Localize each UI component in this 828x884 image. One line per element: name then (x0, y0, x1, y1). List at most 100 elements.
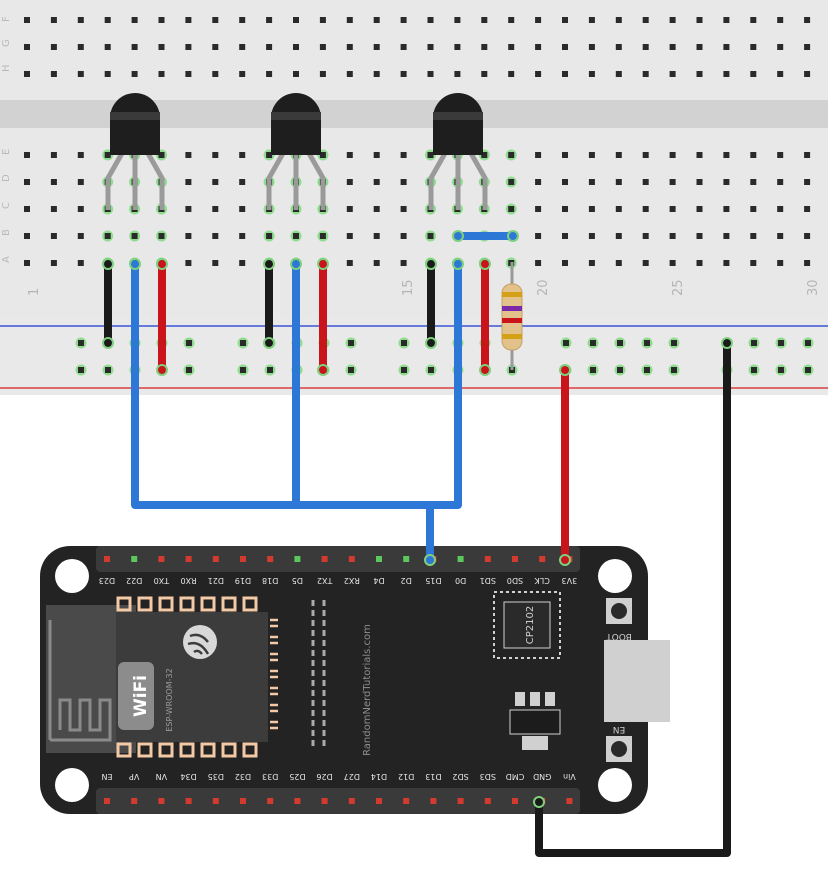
breadboard-hole (723, 71, 730, 77)
breadboard-hole (24, 260, 30, 266)
pin-label-top: D2 (401, 576, 412, 585)
breadboard-hole (562, 260, 568, 266)
black-wire-gnd (535, 339, 731, 857)
breadboard-hole (427, 71, 434, 77)
breadboard-hole (400, 17, 407, 23)
pin-label-top: SD1 (480, 576, 496, 585)
pin-label-bottom: D33 (262, 772, 278, 781)
breadboard-hole (669, 233, 676, 239)
header-pin (104, 798, 110, 804)
breadboard-hole (266, 44, 273, 50)
header-pin (348, 798, 355, 804)
rail-hole (805, 367, 811, 373)
breadboard-hole (104, 152, 111, 158)
breadboard-hole (804, 206, 811, 212)
ds18b20-sensor (266, 93, 326, 210)
breadboard-hole (454, 44, 461, 50)
breadboard-hole (185, 233, 192, 239)
mount-hole (598, 559, 632, 593)
breadboard-hole (239, 260, 246, 266)
rail-hole (617, 367, 623, 373)
breadboard-hole (319, 71, 326, 77)
header-pin (457, 556, 464, 562)
pin-label-bottom: CMD (506, 772, 525, 781)
breadboard-hole (777, 17, 784, 23)
breadboard-hole (373, 179, 380, 185)
breadboard-hole (319, 233, 326, 239)
pin-label-bottom: D35 (208, 772, 224, 781)
rail-hole (751, 367, 757, 373)
breadboard-hole (346, 44, 353, 50)
pin-label-top: D5 (292, 576, 303, 585)
breadboard-hole (212, 152, 219, 158)
header-pin (403, 798, 410, 804)
breadboard-hole (319, 17, 326, 23)
breadboard-hole (373, 71, 380, 77)
breadboard-hole (669, 71, 676, 77)
row-letter-c: C (1, 202, 12, 209)
breadboard-hole (669, 260, 676, 266)
column-numbers: 1 15 20 25 30 (27, 279, 821, 296)
breadboard: F G H A B C D E 1 15 20 25 30 (0, 0, 828, 395)
breadboard-hole (293, 71, 299, 77)
breadboard-hole (185, 260, 192, 266)
breadboard-hole (508, 206, 515, 212)
rail-hole (78, 367, 84, 373)
breadboard-hole (131, 233, 138, 239)
header-pin (321, 798, 328, 804)
row-letter-a: A (1, 256, 12, 263)
espressif-logo-icon (183, 625, 217, 659)
breadboard-hole (158, 17, 165, 23)
breadboard-hole (588, 233, 595, 239)
header-pin (321, 556, 328, 562)
breadboard-hole (239, 17, 246, 23)
rail-hole (348, 367, 354, 373)
breadboard-hole (723, 44, 730, 50)
breadboard-hole (535, 44, 542, 50)
breadboard-hole (212, 260, 219, 266)
pin-label-bottom: VP (129, 772, 139, 781)
breadboard-hole (535, 179, 542, 185)
pin-label-top: D15 (425, 576, 441, 585)
header-pin (185, 556, 192, 562)
breadboard-hole (77, 17, 84, 23)
rail-hole (563, 340, 569, 346)
wires (102, 230, 733, 857)
breadboard-hole (77, 179, 84, 185)
breadboard-hole (777, 179, 784, 185)
breadboard-hole (804, 17, 811, 23)
resistor-band (502, 292, 522, 297)
header-pin (212, 556, 219, 562)
breadboard-hole (104, 44, 111, 50)
column-number-1: 1 (27, 288, 42, 296)
rail-hole (105, 367, 111, 373)
pin-label-bottom: D14 (371, 772, 387, 781)
header-pin (158, 556, 165, 562)
dashed-strips (311, 600, 326, 746)
breadboard-hole (669, 17, 676, 23)
breadboard-hole (212, 179, 219, 185)
pin-label-bottom: SD2 (452, 772, 468, 781)
wifi-logo-icon: WiFi (118, 662, 154, 730)
breadboard-hole (400, 260, 407, 266)
pin-label-top: CLK (534, 576, 550, 585)
breadboard-hole (615, 44, 622, 50)
breadboard-hole (642, 206, 649, 212)
breadboard-hole (400, 206, 407, 212)
breadboard-hole (723, 260, 730, 266)
breadboard-hole (239, 233, 246, 239)
pin-label-top: D4 (373, 576, 384, 585)
rail-hole (671, 340, 677, 346)
breadboard-hole (615, 260, 622, 266)
breadboard-hole (696, 260, 703, 266)
breadboard-hole (104, 233, 111, 239)
header-pin (104, 556, 110, 562)
breadboard-hole (400, 44, 407, 50)
breadboard-hole (239, 152, 246, 158)
top-pin-header (96, 546, 580, 572)
breadboard-hole (373, 260, 380, 266)
rail-hole (78, 340, 84, 346)
header-pin (185, 798, 192, 804)
breadboard-hole (642, 260, 649, 266)
breadboard-hole (77, 152, 84, 158)
